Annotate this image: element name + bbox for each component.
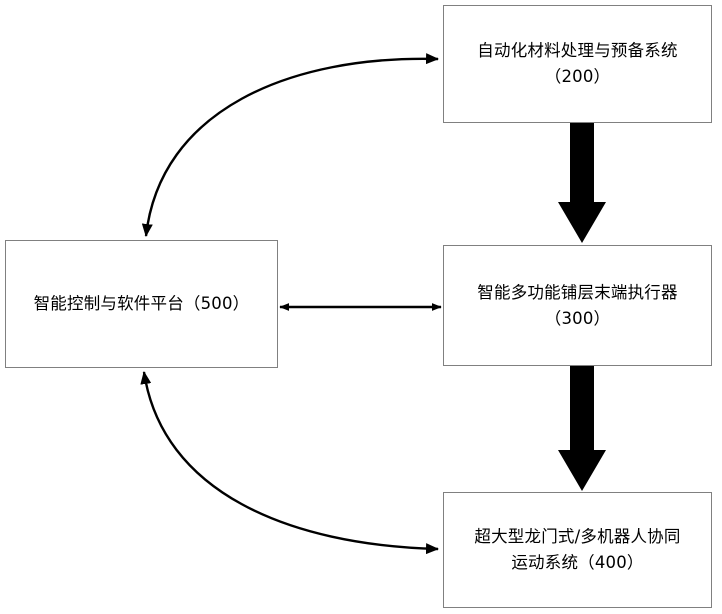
node-intelligent-control-software-platform[interactable]: 智能控制与软件平台（500） xyxy=(5,240,278,368)
thick-arrow-200-to-300-icon xyxy=(558,123,606,243)
node-400-label: 超大型龙门式/多机器人协同 运动系统（400） xyxy=(474,527,681,572)
node-300-label: 智能多功能铺层末端执行器 （300） xyxy=(477,282,678,328)
node-500-label: 智能控制与软件平台（500） xyxy=(33,294,250,314)
node-intelligent-multifunction-layup-end-effector[interactable]: 智能多功能铺层末端执行器 （300） xyxy=(443,245,712,366)
curved-arrow-500-to-200-icon xyxy=(141,53,439,237)
node-automated-material-handling-system[interactable]: 自动化材料处理与预备系统 （200） xyxy=(443,5,712,123)
thick-arrow-300-to-400-icon xyxy=(558,366,606,491)
node-gantry-multirobot-motion-system[interactable]: 超大型龙门式/多机器人协同 运动系统（400） xyxy=(443,492,712,608)
curved-arrow-500-to-400-icon xyxy=(140,371,439,555)
node-200-label: 自动化材料处理与预备系统 （200） xyxy=(477,41,678,86)
